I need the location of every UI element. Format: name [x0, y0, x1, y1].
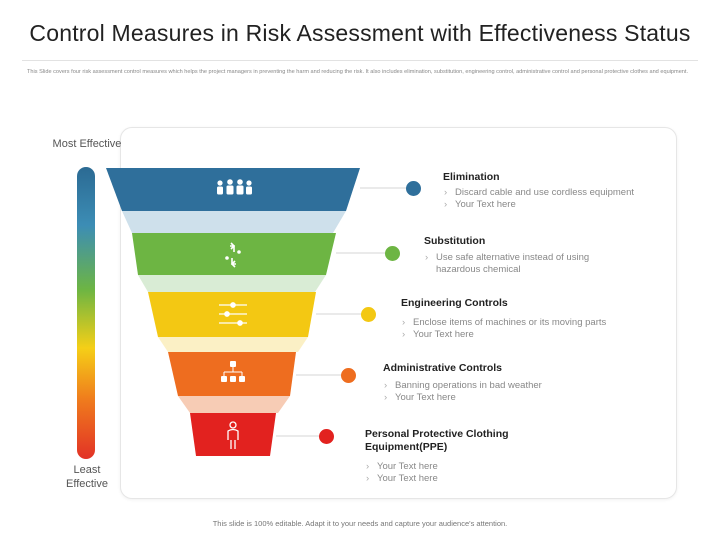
level-marker-1 [406, 181, 421, 196]
least-effective-label: Least Effective [66, 464, 108, 490]
ppe-bullets: Your Text here Your Text here [365, 461, 565, 485]
list-item: Your Text here [365, 473, 565, 485]
list-item: Use safe alternative instead of using ha… [424, 252, 624, 276]
tier-ppe [190, 413, 276, 456]
list-item: Your Text here [443, 199, 683, 211]
list-item: Your Text here [365, 461, 565, 473]
org-chart-icon [221, 361, 245, 382]
page-title: Control Measures in Risk Assessment with… [29, 20, 691, 46]
person-icon [227, 421, 239, 449]
engineering-controls-bullets: Enclose items of machines or its moving … [401, 317, 661, 341]
most-effective-label: Most Effective [52, 138, 122, 150]
tier-administrative-controls [168, 352, 296, 396]
slide-description: This Slide covers four risk assessment c… [27, 69, 689, 75]
tier-shadow-2 [138, 275, 326, 292]
list-item: Your Text here [383, 392, 623, 404]
tier-shadow-3 [158, 337, 308, 352]
administrative-controls-bullets: Banning operations in bad weather Your T… [383, 380, 623, 404]
level-marker-4 [341, 368, 356, 383]
list-item: Discard cable and use cordless equipment [443, 187, 683, 199]
tier-shadow-4 [178, 396, 290, 413]
tier-shadow-1 [122, 211, 346, 233]
ppe-title: Personal Protective Clothing Equipment(P… [365, 428, 509, 453]
tier-substitution [132, 233, 336, 275]
effectiveness-gradient-bar [77, 167, 95, 459]
title-divider [22, 60, 698, 61]
administrative-controls-title: Administrative Controls [383, 362, 503, 374]
elimination-bullets: Discard cable and use cordless equipment… [443, 187, 683, 211]
level-marker-5 [319, 429, 334, 444]
level-marker-2 [385, 246, 400, 261]
substitution-title: Substitution [424, 235, 486, 247]
elimination-title: Elimination [443, 171, 500, 183]
list-item: Enclose items of machines or its moving … [401, 317, 661, 329]
list-item: Your Text here [401, 329, 661, 341]
level-marker-3 [361, 307, 376, 322]
swap-arrows-icon [225, 242, 241, 268]
sliders-icon [219, 302, 247, 326]
list-item: Banning operations in bad weather [383, 380, 623, 392]
engineering-controls-title: Engineering Controls [401, 297, 508, 309]
footer-note: This slide is 100% editable. Adapt it to… [212, 519, 508, 528]
people-group-icon [217, 179, 252, 195]
substitution-bullets: Use safe alternative instead of using ha… [424, 252, 624, 276]
